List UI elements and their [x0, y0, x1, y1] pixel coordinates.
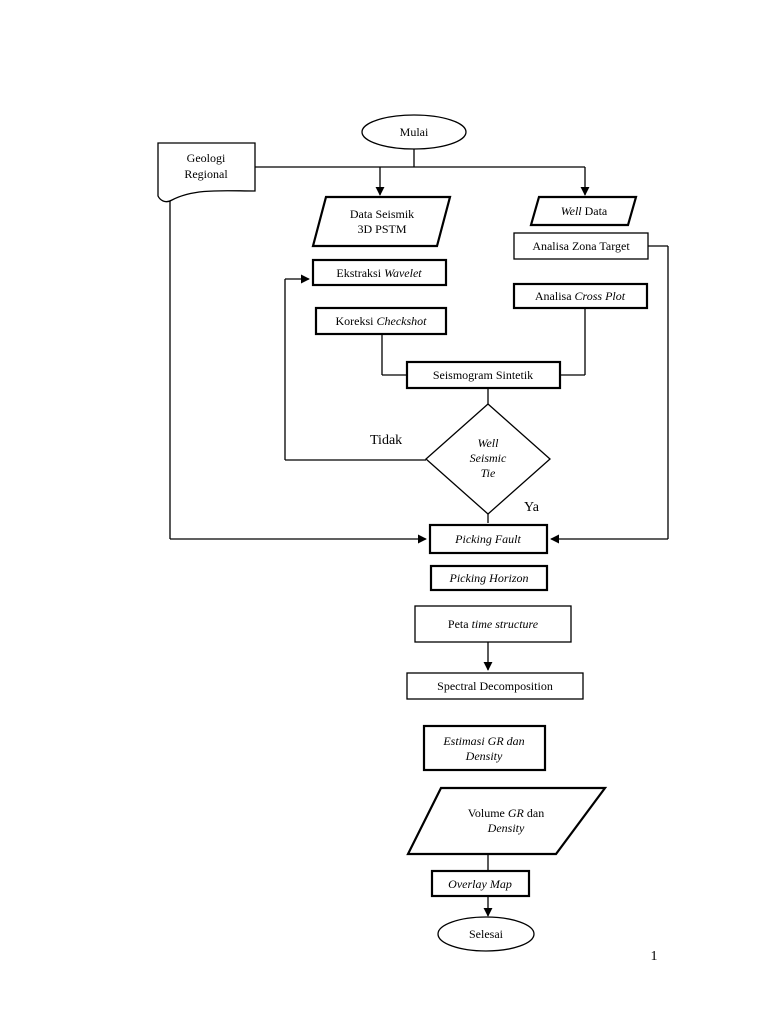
- geologi-line2: Regional: [184, 167, 228, 181]
- estimasi-gr-density-step: Estimasi GR dan Density: [422, 724, 547, 772]
- volume-line1: Volume GR dan: [468, 806, 544, 820]
- decision-line1: Well: [478, 436, 500, 450]
- estimasi-line2: Density: [465, 749, 503, 763]
- analisa-zona-label: Analisa Zona Target: [532, 239, 630, 253]
- geologi-line1: Geologi: [187, 151, 226, 165]
- geologi-regional-document: Geologi Regional: [157, 142, 256, 203]
- analisa-cross-label: Analisa Cross Plot: [535, 289, 626, 303]
- overlay-map-step: Overlay Map: [430, 869, 531, 898]
- ekstraksi-label: Ekstraksi Wavelet: [336, 266, 422, 280]
- picking-horizon-step: Picking Horizon: [429, 564, 549, 592]
- page-number: 1: [651, 949, 658, 964]
- spectral-decomposition-step: Spectral Decomposition: [406, 672, 584, 700]
- volume-gr-density-output: Volume GR dan Density: [406, 786, 608, 856]
- data-seismik-line1: Data Seismik: [350, 207, 414, 221]
- connectors: [169, 149, 669, 917]
- picking-fault-step: Picking Fault: [428, 523, 549, 555]
- seismogram-sintetik-step: Seismogram Sintetik: [405, 360, 562, 390]
- end-label: Selesai: [469, 927, 504, 941]
- label-ya: Ya: [524, 500, 540, 515]
- seismogram-label: Seismogram Sintetik: [433, 368, 533, 382]
- estimasi-line1: Estimasi GR dan: [442, 734, 524, 748]
- koreksi-label: Koreksi Checkshot: [336, 314, 428, 328]
- start-terminal: Mulai: [361, 114, 467, 150]
- ekstraksi-wavelet-step: Ekstraksi Wavelet: [311, 258, 448, 287]
- volume-line2: Density: [487, 821, 525, 835]
- well-seismic-tie-decision: Well Seismic Tie: [425, 403, 551, 515]
- label-tidak: Tidak: [370, 433, 402, 448]
- picking-horizon-label: Picking Horizon: [449, 571, 529, 585]
- peta-time-structure-step: Peta time structure: [414, 605, 572, 643]
- spectral-label: Spectral Decomposition: [437, 679, 553, 693]
- overlay-label: Overlay Map: [448, 877, 512, 891]
- picking-fault-label: Picking Fault: [454, 532, 521, 546]
- koreksi-checkshot-step: Koreksi Checkshot: [314, 306, 448, 336]
- peta-label: Peta time structure: [448, 617, 539, 631]
- analisa-zona-target-step: Analisa Zona Target: [513, 232, 649, 260]
- decision-line3: Tie: [481, 466, 496, 480]
- analisa-cross-plot-step: Analisa Cross Plot: [512, 282, 649, 310]
- data-seismik-line2: 3D PSTM: [357, 222, 406, 236]
- data-seismik-input: Data Seismik 3D PSTM: [311, 195, 452, 248]
- decision-line2: Seismic: [470, 451, 507, 465]
- end-terminal: Selesai: [437, 916, 535, 952]
- start-label: Mulai: [400, 125, 429, 139]
- well-data-label: Well Data: [561, 204, 608, 218]
- well-data-input: Well Data: [529, 195, 638, 227]
